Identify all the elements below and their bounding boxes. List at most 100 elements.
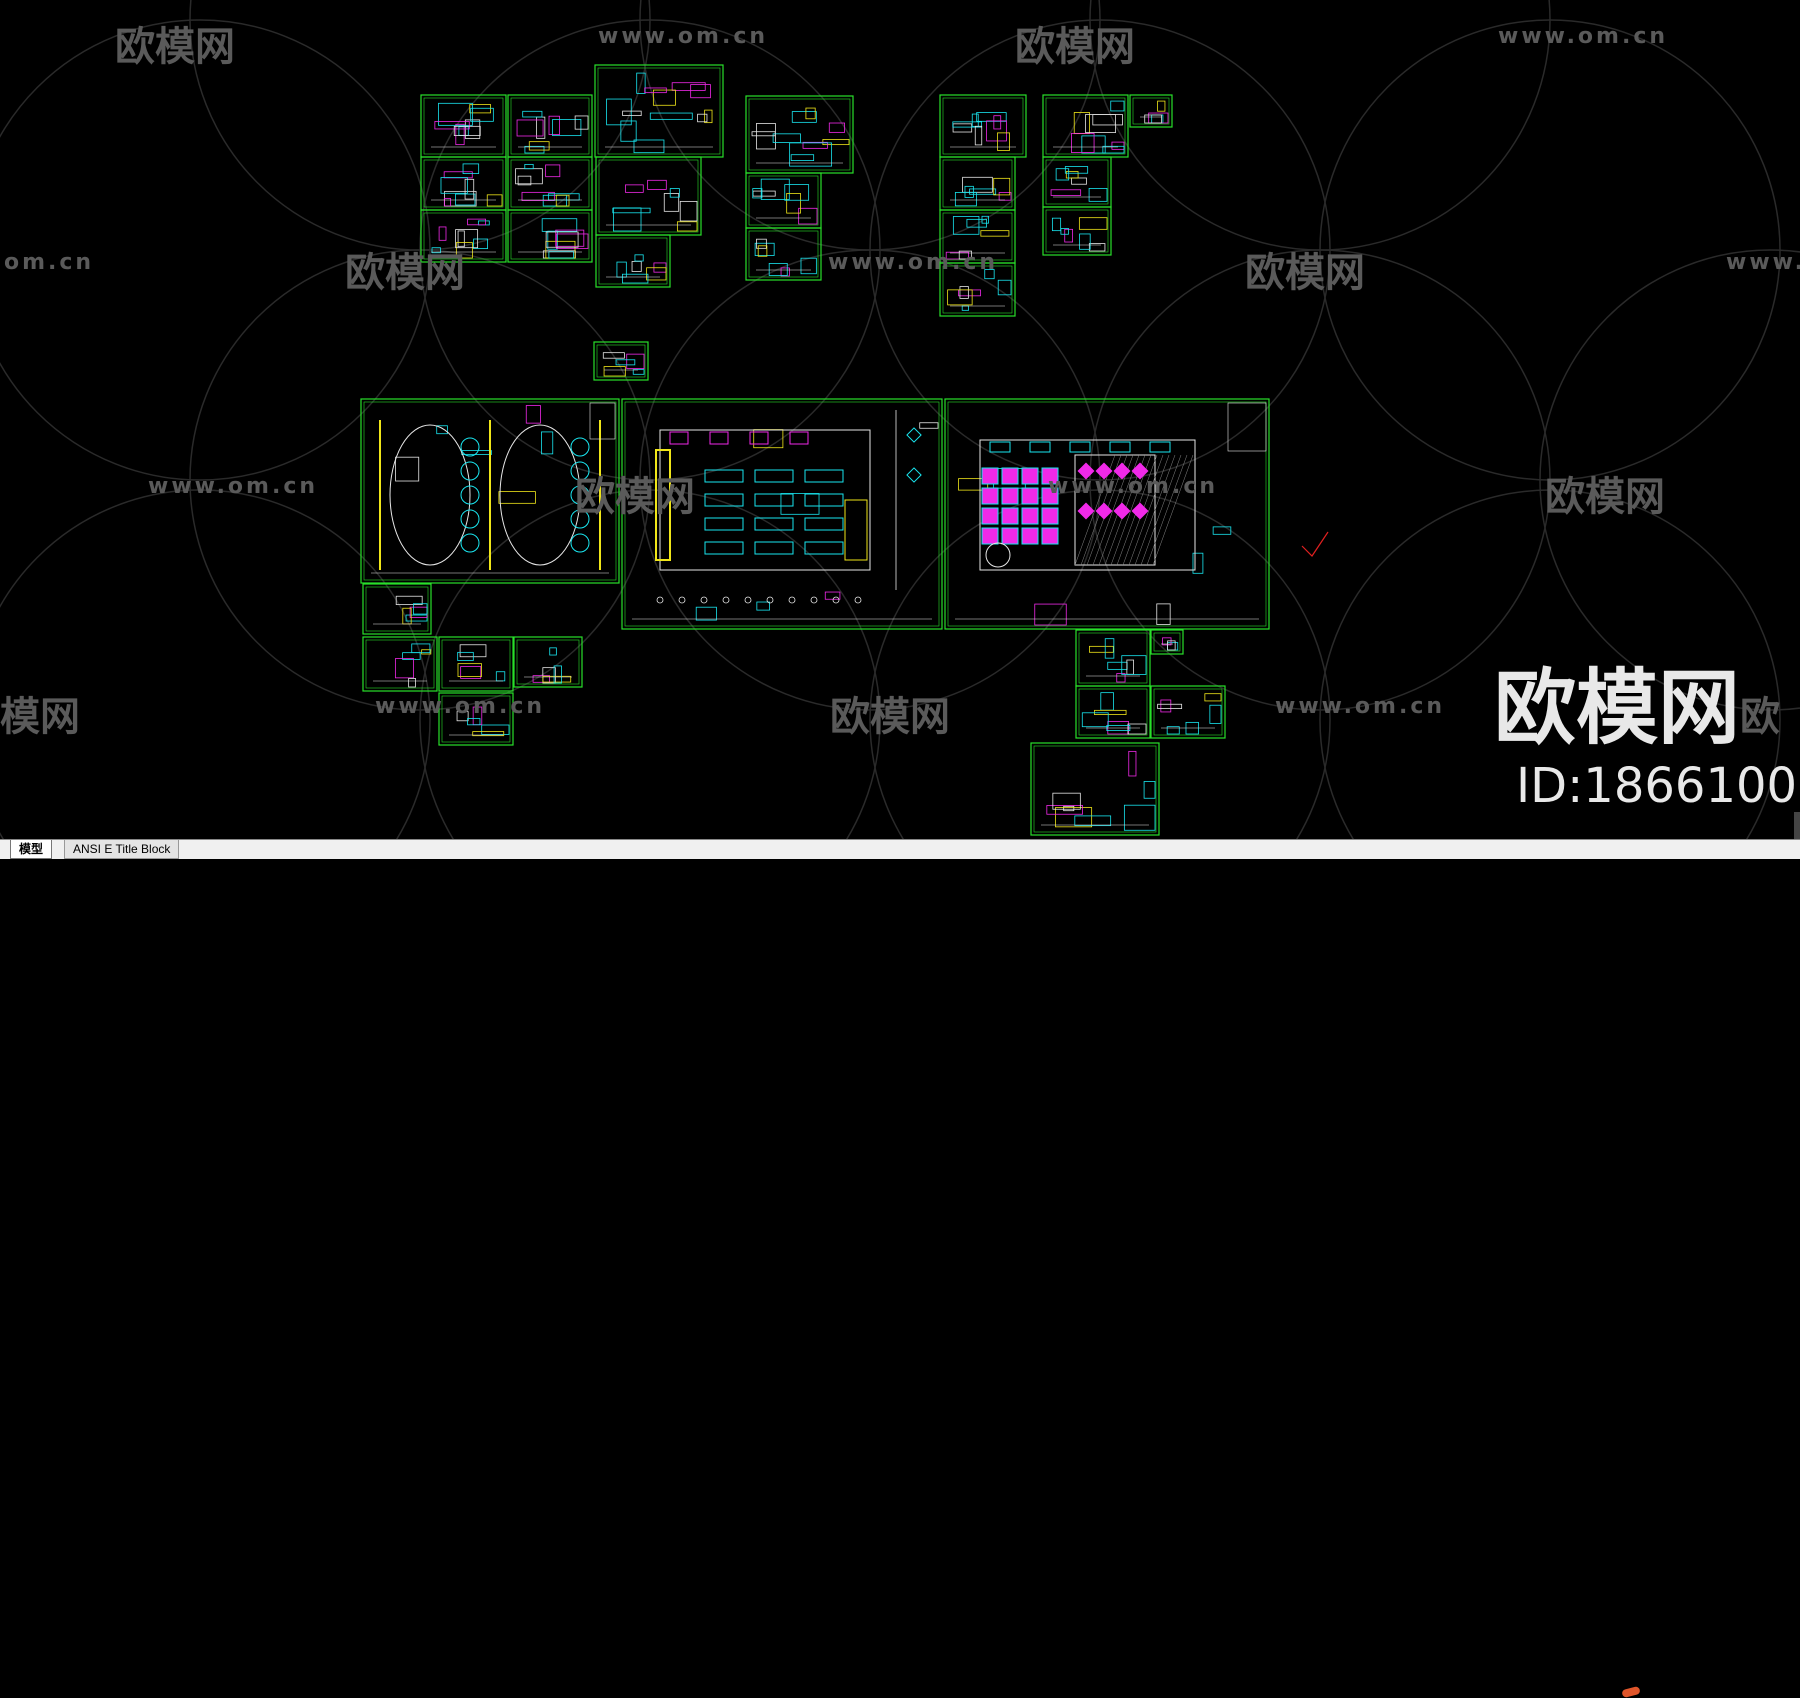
drawing-detail [395, 595, 423, 606]
fixture [749, 431, 769, 445]
drawing-detail [455, 242, 473, 259]
drawing-detail [752, 190, 776, 197]
seat [570, 461, 590, 481]
drawing-detail [945, 251, 969, 260]
grid-marker [766, 596, 774, 604]
fixture [669, 431, 689, 445]
drawing-detail [460, 666, 482, 679]
drawing-detail [481, 724, 510, 735]
drawing-detail [1060, 228, 1069, 235]
drawing-detail [1209, 704, 1222, 724]
grid-marker [810, 596, 818, 604]
hatch-line [1140, 454, 1182, 566]
drawing-detail [1046, 805, 1083, 815]
drawing-detail [456, 711, 469, 722]
drawing-detail [453, 125, 481, 136]
watermark-url: www.om.cn [1498, 24, 1669, 49]
drawing-detail [752, 188, 763, 199]
drawing-detail [805, 107, 816, 120]
drawing-detail [997, 279, 1012, 296]
watermark-logo: 欧模网 [115, 24, 235, 70]
drawing-canvas[interactable]: 欧模网 www.om.cn 欧模网 www.om.cn om.cn 欧模网 ww… [0, 0, 1800, 839]
watermark-circle [419, 489, 881, 839]
drawing-detail [791, 111, 817, 123]
drawing-detail [1071, 132, 1095, 153]
drawing-sheet-frame [745, 227, 822, 281]
tile [1021, 527, 1039, 545]
drawing-detail [647, 179, 667, 190]
drawing-detail [1050, 189, 1082, 196]
vertical-scrollbar[interactable] [1794, 812, 1800, 839]
hatch-line [1134, 454, 1176, 566]
drawing-detail [548, 251, 574, 259]
drawing-sheet-frame [745, 95, 854, 174]
drawing-detail [455, 123, 465, 146]
grid-marker [744, 596, 752, 604]
overlay-title: 欧模网 [1493, 661, 1740, 756]
drawing-detail [644, 87, 667, 94]
drawing-detail [1192, 552, 1204, 574]
watermark-url: www.om.cn [598, 24, 769, 49]
drawing-detail [470, 107, 494, 122]
section-marker [906, 467, 922, 483]
drawing-detail [472, 731, 505, 737]
plan-outline [659, 429, 871, 571]
drawing-sheet-inner-frame [1045, 97, 1126, 155]
drawing-sheet-frame [420, 156, 507, 211]
fixture [989, 441, 1011, 453]
drawing-detail [1144, 114, 1162, 124]
drawing-detail [1157, 100, 1166, 112]
drawing-detail [542, 675, 572, 683]
plan-ellipse [499, 424, 581, 566]
drawing-detail [1126, 659, 1134, 675]
plan-outline [979, 439, 1196, 571]
overlay-id: ID:1866100 [1516, 758, 1798, 814]
drawing-detail [469, 104, 491, 114]
drawing-detail [634, 254, 644, 262]
drawing-detail [790, 154, 815, 161]
drawing-sheet-frame [362, 583, 432, 635]
drawing-detail [616, 261, 627, 278]
drawing-detail [1055, 168, 1070, 181]
drawing-sheet-inner-frame [1045, 209, 1109, 253]
drawing-detail [1088, 243, 1106, 252]
drawing-detail [1167, 640, 1176, 651]
drawing-sheet-inner-frame [942, 159, 1013, 208]
watermark-url: www.om.cn [148, 474, 319, 499]
drawing-detail [622, 110, 642, 116]
drawing-detail [784, 184, 810, 201]
tab-model[interactable]: 模型 [10, 840, 53, 859]
watermark-url: www.om.cn [828, 250, 999, 275]
drawing-detail [440, 177, 468, 194]
drawing-detail [545, 240, 576, 259]
drawing-detail [798, 207, 818, 225]
drawing-detail [1065, 171, 1079, 179]
seat [460, 509, 480, 529]
drawing-detail [462, 163, 480, 174]
drawing-sheet-inner-frame [597, 67, 721, 155]
tile [981, 507, 999, 525]
drawing-detail [1107, 661, 1128, 670]
drawing-detail [786, 193, 801, 214]
seat [570, 509, 590, 529]
drawing-detail [1102, 145, 1125, 154]
drawing-sheet-inner-frame [748, 230, 819, 278]
drawing-detail [1166, 726, 1180, 735]
title-block [589, 402, 616, 440]
drawing-detail [464, 178, 475, 200]
drawing-sheet-inner-frame [942, 97, 1024, 155]
drawing-detail [756, 601, 770, 611]
tab-ansi-e-title-block[interactable]: ANSI E Title Block [64, 840, 180, 859]
drawing-detail [652, 89, 676, 106]
drawing-detail [919, 422, 939, 429]
drawing-detail [1160, 699, 1172, 713]
watermark-logo-partial: 模网 [0, 694, 80, 740]
drawing-detail [458, 126, 469, 136]
watermark-logo: 欧模网 [1015, 24, 1135, 70]
drawing-detail [1074, 815, 1112, 827]
drawing-detail [1092, 114, 1123, 126]
drawing-detail [602, 352, 625, 359]
drawing-sheet-frame [1129, 94, 1173, 128]
fixture [1029, 441, 1051, 453]
drawing-detail [395, 456, 420, 482]
